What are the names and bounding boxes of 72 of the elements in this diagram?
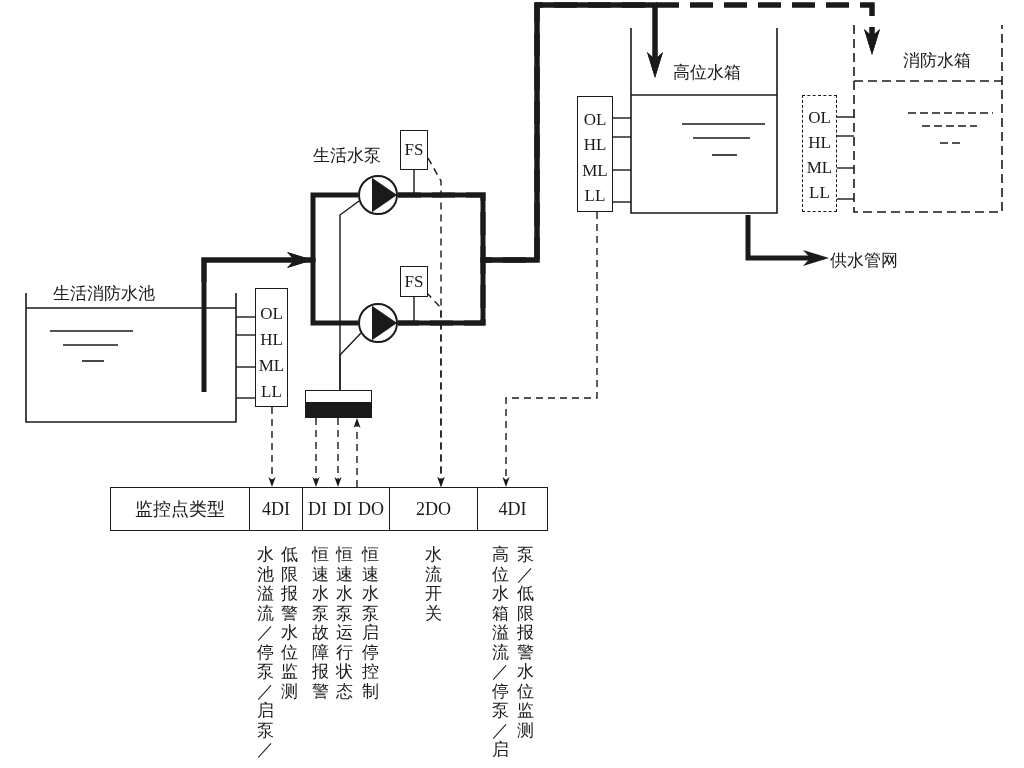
- destination-label: 供水管网: [830, 249, 898, 271]
- vertical-caption: 恒速水泵启停控制: [361, 545, 379, 701]
- connector-line: [612, 201, 632, 203]
- signal-arrow: [334, 417, 342, 487]
- pool-tank: [24, 282, 237, 424]
- level-sensor-box: [802, 95, 837, 212]
- level-label: ML: [582, 161, 608, 179]
- connector-line: [836, 198, 855, 200]
- water-tank: [630, 28, 779, 215]
- signal-arrow: [312, 417, 320, 487]
- pipe-arrow: [201, 252, 358, 326]
- connector-line: [397, 169, 415, 196]
- sensor-label: FS: [404, 272, 424, 291]
- connector-line: [612, 136, 632, 138]
- vertical-caption: 水流开关: [424, 545, 442, 623]
- connector-line: [235, 397, 256, 399]
- level-label: LL: [261, 383, 282, 400]
- pump-icon: [358, 303, 398, 343]
- type-label: 4DI: [262, 499, 290, 519]
- connector-line: [612, 169, 632, 171]
- signal-arrow: [502, 211, 598, 487]
- connector-line: [235, 334, 256, 336]
- sensor-box: [400, 266, 428, 297]
- type-label: 4DI: [498, 499, 527, 519]
- level-label: HL: [808, 134, 831, 151]
- connector-line: [235, 316, 256, 318]
- pump-icon: [358, 175, 398, 215]
- sensor-label: FS: [404, 141, 424, 159]
- connector-line: [339, 332, 362, 391]
- table-cell: [110, 487, 250, 531]
- connector-line: [612, 117, 632, 119]
- pipe-arrow: [745, 215, 829, 266]
- pump-label: 生活水泵: [313, 145, 381, 165]
- level-label: ML: [258, 357, 285, 374]
- signal-arrow: [427, 293, 445, 487]
- level-label: OL: [260, 305, 283, 322]
- signal-arrow: [353, 418, 361, 488]
- level-label: ML: [806, 159, 833, 176]
- type-label: DO: [358, 499, 384, 519]
- type-label: 2DO: [416, 499, 451, 519]
- type-label: DI: [333, 499, 352, 519]
- level-label: HL: [583, 136, 607, 154]
- level-label: OL: [583, 111, 607, 128]
- water-tank: [853, 24, 1005, 214]
- connector-line: [397, 296, 415, 324]
- level-label: LL: [584, 187, 606, 204]
- level-sensor-box: [255, 288, 288, 407]
- connector-line: [836, 116, 855, 118]
- vertical-caption: 恒速水泵故障报警: [311, 545, 329, 701]
- vertical-caption: 高位水箱溢流／停泵／启泵／低限报警水位监测: [491, 545, 534, 760]
- level-label: OL: [808, 109, 831, 126]
- pipe-arrow: [398, 2, 880, 326]
- connector-line: [836, 167, 855, 169]
- type-label: 监控点类型: [135, 499, 225, 519]
- table-cell: [249, 487, 303, 531]
- table-cell: [477, 487, 548, 531]
- tank-title: 生活消防水池: [53, 283, 155, 303]
- level-label: HL: [260, 331, 283, 348]
- level-sensor-box: [577, 96, 613, 212]
- type-label: DI: [308, 499, 327, 519]
- table-cell: [302, 487, 390, 531]
- controller-box: [305, 390, 372, 418]
- tank-title: 消防水箱: [903, 50, 971, 70]
- vertical-caption: 恒速水泵运行状态: [335, 545, 353, 701]
- sensor-box: [400, 130, 428, 170]
- connector-line: [836, 135, 855, 137]
- vertical-caption: 水池溢流／停泵／启泵／低限报警水位监测: [256, 545, 298, 760]
- level-label: LL: [809, 184, 830, 201]
- tank-title: 高位水箱: [673, 62, 741, 82]
- signal-arrow: [268, 406, 276, 487]
- connector-line: [235, 366, 256, 368]
- table-cell: [389, 487, 478, 531]
